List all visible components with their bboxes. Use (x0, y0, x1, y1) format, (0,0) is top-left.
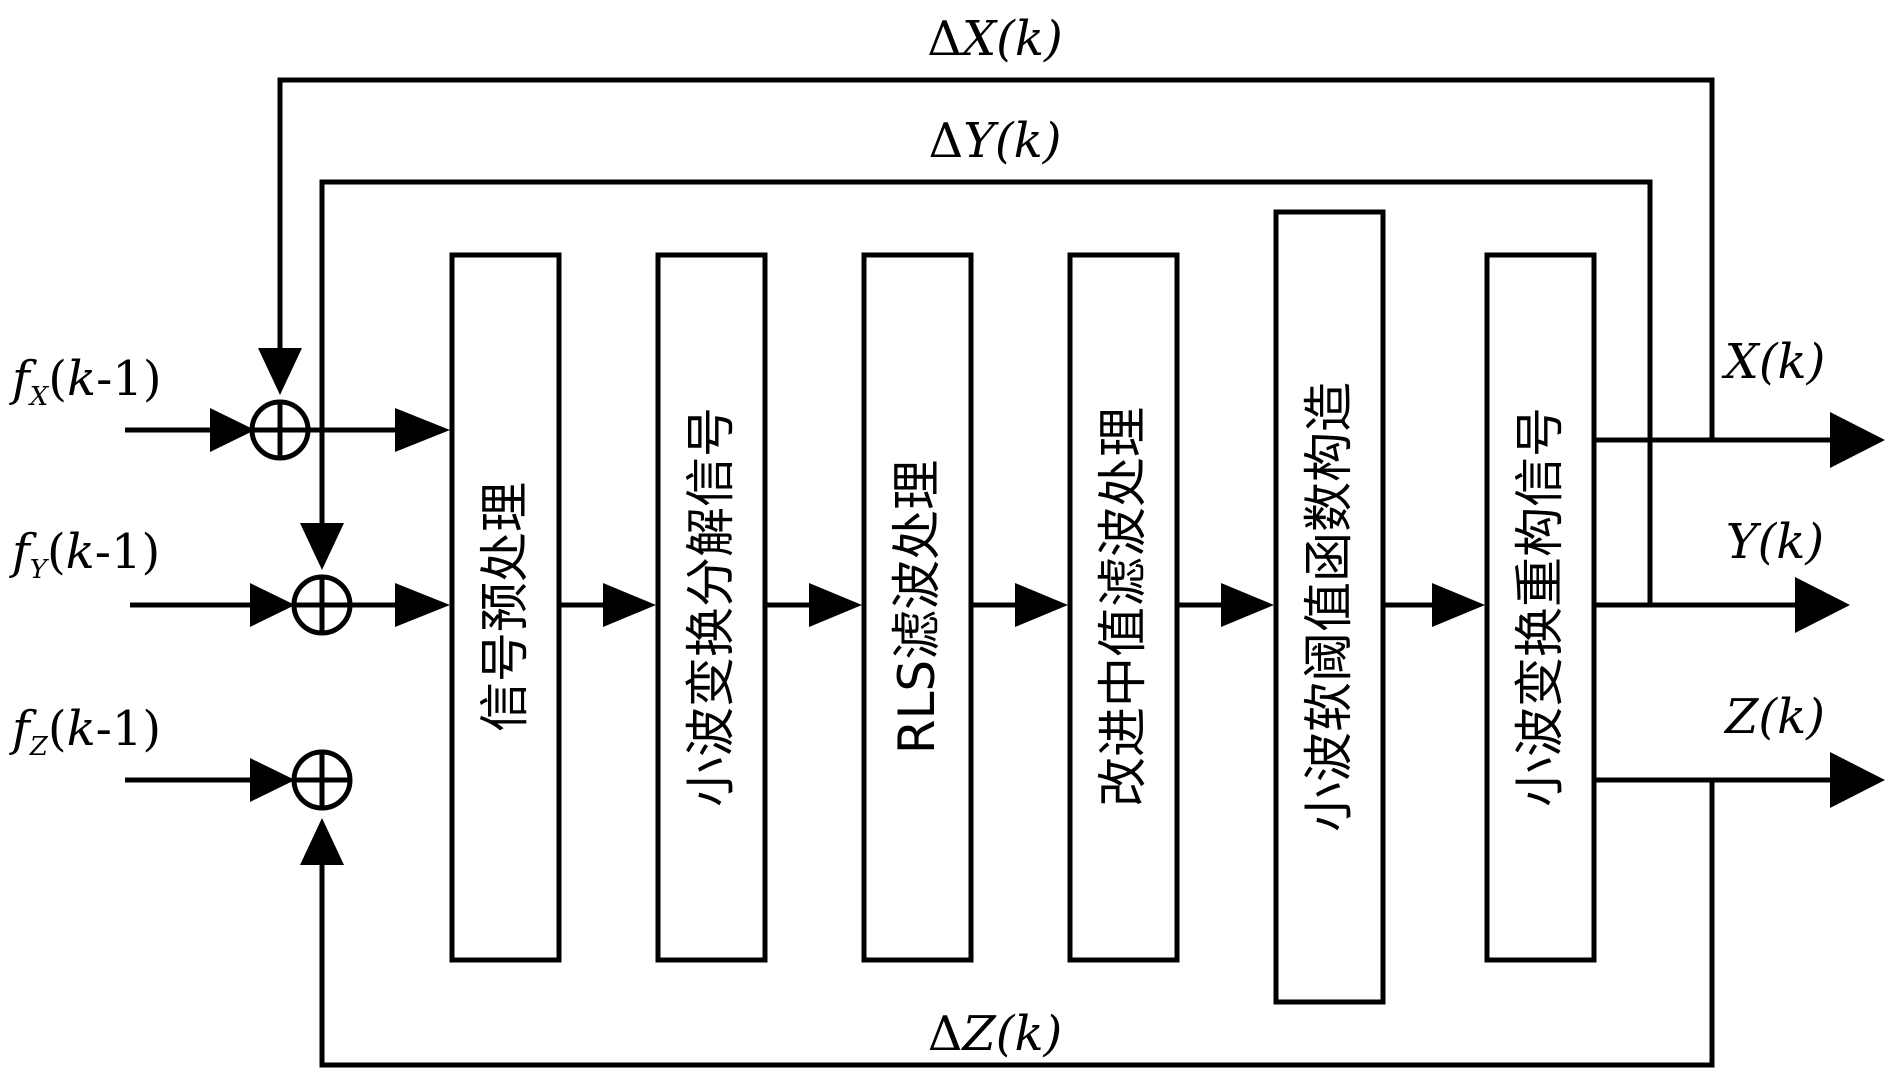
label-input-fz: fZ(k-1) (9, 701, 161, 762)
block-median-filter (1067, 252, 1180, 963)
feedback-dz-line (319, 780, 1715, 1068)
label-output-x: X(k) (1721, 334, 1826, 390)
block-preprocess (449, 252, 562, 963)
block-rls-filter-label: RLS滤波处理 (888, 460, 946, 754)
block-preprocess-label: 信号预处理 (476, 482, 534, 732)
input-fx-arrow (210, 408, 255, 452)
label-output-z: Z(k) (1723, 689, 1825, 745)
feedback-dy-arrow (300, 523, 344, 570)
label-output-y: Y(k) (1726, 514, 1824, 570)
sum-junction-z (291, 749, 353, 811)
output-z-arrow (1830, 752, 1885, 808)
sum-junction-x (249, 399, 311, 461)
label-delta-x: ΔX(k) (927, 11, 1062, 67)
block-wavelet-reconstruct (1484, 252, 1597, 963)
sum-junction-y (291, 574, 353, 636)
label-input-fx: fX(k-1) (9, 351, 162, 412)
feedback-dy-line (319, 179, 1653, 605)
feedback-dx-arrow (258, 348, 302, 395)
link-4-5-arrow (1221, 583, 1274, 627)
output-y-arrow (1795, 577, 1850, 633)
output-x-arrow (1830, 412, 1885, 468)
label-delta-z: ΔZ(k) (928, 1006, 1063, 1062)
feedback-dz-arrow (300, 818, 344, 865)
link-2-3-arrow (809, 583, 862, 627)
link-5-6-arrow (1432, 583, 1485, 627)
label-delta-y: ΔY(k) (929, 113, 1062, 169)
block-soft-threshold-label: 小波软阈值函数构造 (1300, 382, 1358, 832)
block-wavelet-decompose-label: 小波变换分解信号 (682, 407, 740, 807)
feedback-dx-line (277, 77, 1715, 440)
sum-y-to-block1-arrow (395, 583, 450, 627)
block-wavelet-decompose (655, 252, 768, 963)
sum-x-to-block1-arrow (395, 408, 450, 452)
label-input-fy: fY(k-1) (9, 524, 160, 585)
block-median-filter-label: 改进中值滤波处理 (1094, 407, 1152, 807)
input-fy-arrow (250, 583, 295, 627)
link-1-2-arrow (603, 583, 656, 627)
input-fz-arrow (250, 758, 295, 802)
block-wavelet-reconstruct-label: 小波变换重构信号 (1511, 407, 1569, 807)
link-3-4-arrow (1015, 583, 1068, 627)
block-rls-filter (861, 252, 974, 963)
block-soft-threshold (1273, 209, 1386, 1005)
